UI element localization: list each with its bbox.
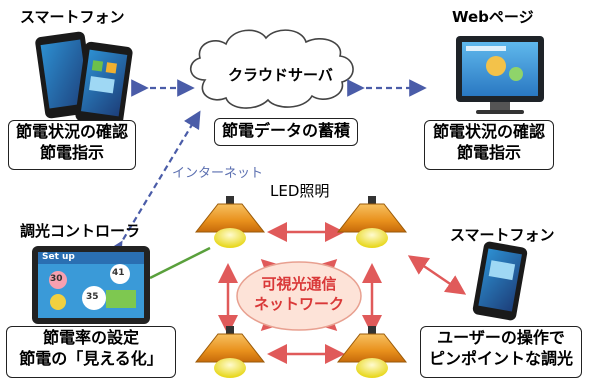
controller-title: 調光コントローラ (20, 222, 141, 240)
lamp-bottom-left (194, 326, 266, 378)
network-line2: ネットワーク (253, 295, 344, 313)
controller-value-2: 41 (112, 268, 125, 278)
lamp-bottom-right (336, 326, 408, 378)
monitor-icon (456, 36, 544, 114)
cloud-caption: 節電データの蓄積 (214, 118, 358, 146)
left-info-box: 節電状況の確認 節電指示 (8, 120, 136, 170)
lamp-top-right (336, 196, 408, 248)
network-ellipse (236, 261, 362, 331)
cloud-label: クラウドサーバ (228, 66, 333, 84)
right-bottom-info-line1: ユーザーの操作で (437, 328, 565, 347)
right-info-line1: 節電状況の確認 (432, 122, 545, 141)
left-info-line1: 節電状況の確認 (15, 122, 128, 141)
controller-info-line1: 節電率の設定 (42, 328, 139, 347)
arrow-controller-cloud (105, 110, 201, 261)
right-info-box: 節電状況の確認 節電指示 (424, 120, 554, 170)
network-label: 可視光通信 ネットワーク (250, 274, 348, 314)
cloud-shape (190, 29, 354, 109)
internet-label: インターネット (172, 166, 264, 181)
controller-info-line2: 節電の「見える化」 (19, 349, 163, 368)
right-bottom-info-box: ユーザーの操作で ピンポイントな調光 (420, 326, 582, 378)
left-info-line2: 節電指示 (39, 143, 104, 162)
arrow-lamp-phone (407, 255, 467, 295)
left-smartphone-title: スマートフォン (20, 8, 125, 26)
right-bottom-info-line2: ピンポイントな調光 (428, 349, 573, 368)
controller-value-1: 30 (50, 274, 63, 284)
controller-link-line (149, 246, 211, 280)
network-line1: 可視光通信 (261, 275, 337, 293)
controller-screen-tag: Set up (42, 252, 75, 262)
right-smartphone-title: スマートフォン (450, 226, 555, 244)
led-lighting-label: LED照明 (270, 182, 330, 200)
controller-info-box: 節電率の設定 節電の「見える化」 (6, 326, 176, 378)
controller-value-3: 35 (86, 292, 99, 302)
smartphone-icon-right (472, 241, 528, 321)
lamp-top-left (194, 196, 266, 248)
controller-device-icon (32, 246, 150, 324)
web-page-title: Webページ (452, 8, 534, 26)
right-info-line2: 節電指示 (456, 143, 521, 162)
smartphone-icon-left (35, 31, 133, 127)
